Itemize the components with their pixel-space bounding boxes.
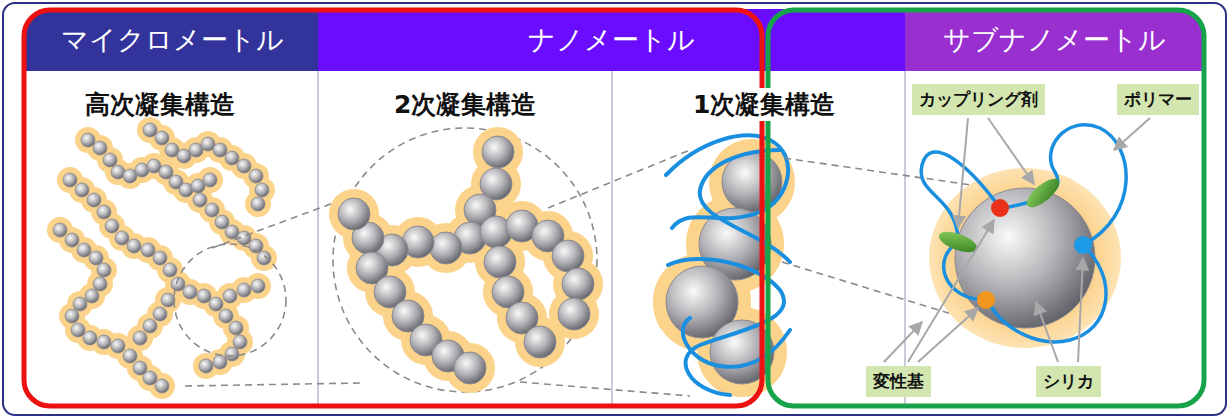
- part-label: カップリング剤: [912, 84, 1045, 115]
- part-label: シリカ: [1036, 366, 1101, 397]
- scale-title: マイクロメートル: [61, 22, 284, 58]
- structure-heading: 2次凝集構造: [391, 88, 539, 121]
- scale-title: ナノメートル: [528, 22, 695, 58]
- part-name: ポリマー: [1124, 88, 1192, 111]
- part-name: シリカ: [1043, 370, 1094, 393]
- scale-title: サブナノメートル: [943, 22, 1166, 58]
- structure-heading: 1次凝集構造: [690, 88, 838, 121]
- scale-band: ナノメートル: [318, 9, 905, 71]
- part-label: ポリマー: [1117, 84, 1199, 115]
- structure-heading: 高次凝集構造: [82, 88, 238, 121]
- part-name: 変性基: [873, 370, 924, 393]
- scale-band: サブナノメートル: [905, 9, 1203, 71]
- part-label: 変性基: [866, 366, 931, 397]
- scale-band: マイクロメートル: [26, 9, 318, 71]
- part-name: カップリング剤: [919, 88, 1038, 111]
